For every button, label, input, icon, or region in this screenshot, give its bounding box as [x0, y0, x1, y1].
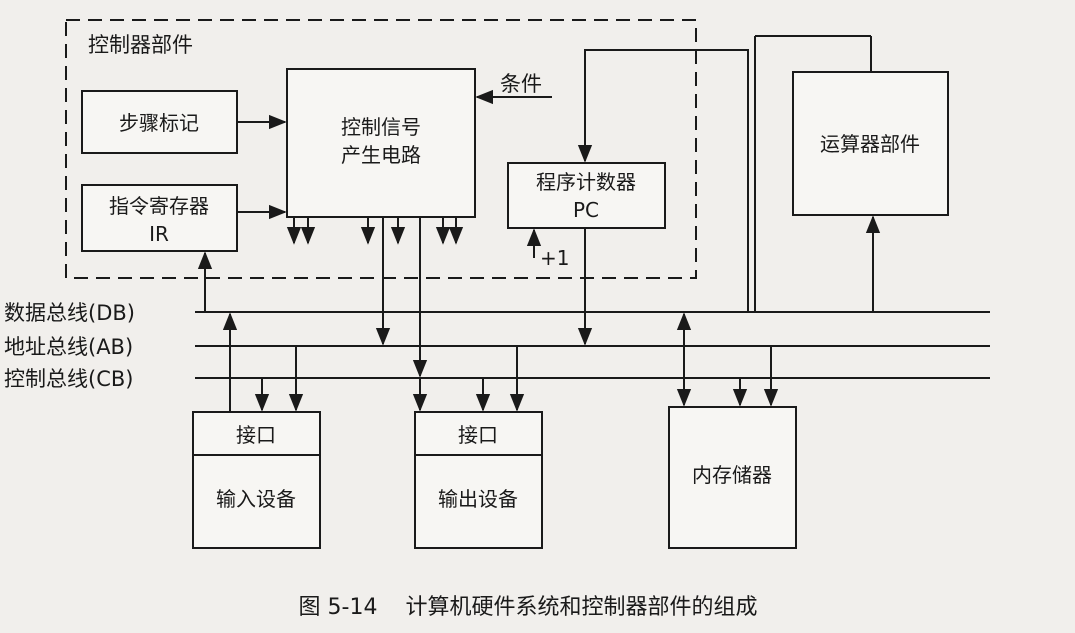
pc-box: [507, 162, 666, 229]
input-device-box: [192, 411, 321, 549]
ir-label-2: IR: [149, 222, 169, 246]
data-bus-to-pc-path: [577, 49, 749, 312]
step-marker-box: [81, 90, 238, 154]
ir-box: [81, 184, 238, 252]
output-device-box: [414, 411, 543, 549]
address-bus-label: 地址总线(AB): [4, 335, 133, 359]
signal-generator-label-2: 产生电路: [341, 143, 421, 167]
memory-box: [668, 406, 797, 549]
alu-box: [792, 71, 949, 216]
alu-label: 运算器部件: [820, 132, 920, 156]
figure-caption: 图 5-14 计算机硬件系统和控制器部件的组成: [299, 595, 758, 620]
step-marker-label: 步骤标记: [119, 111, 199, 135]
control-bus-label: 控制总线(CB): [4, 367, 133, 391]
pc-label-2: PC: [573, 198, 599, 222]
pc-label-1: 程序计数器: [536, 170, 636, 194]
plus-one-label: +1: [540, 246, 569, 270]
memory-label: 内存储器: [692, 463, 772, 487]
output-device-label: 输出设备: [438, 487, 518, 511]
control-unit-boundary: [65, 19, 697, 279]
data-bus-label: 数据总线(DB): [4, 301, 135, 325]
condition-label: 条件: [500, 72, 542, 96]
input-device-label: 输入设备: [216, 487, 296, 511]
output-interface-label: 接口: [458, 423, 498, 447]
signal-generator-label-1: 控制信号: [341, 115, 421, 139]
ir-label-1: 指令寄存器: [109, 194, 209, 218]
input-interface-label: 接口: [236, 423, 276, 447]
control-unit-label: 控制器部件: [88, 33, 193, 57]
signal-generator-box: [286, 68, 476, 218]
